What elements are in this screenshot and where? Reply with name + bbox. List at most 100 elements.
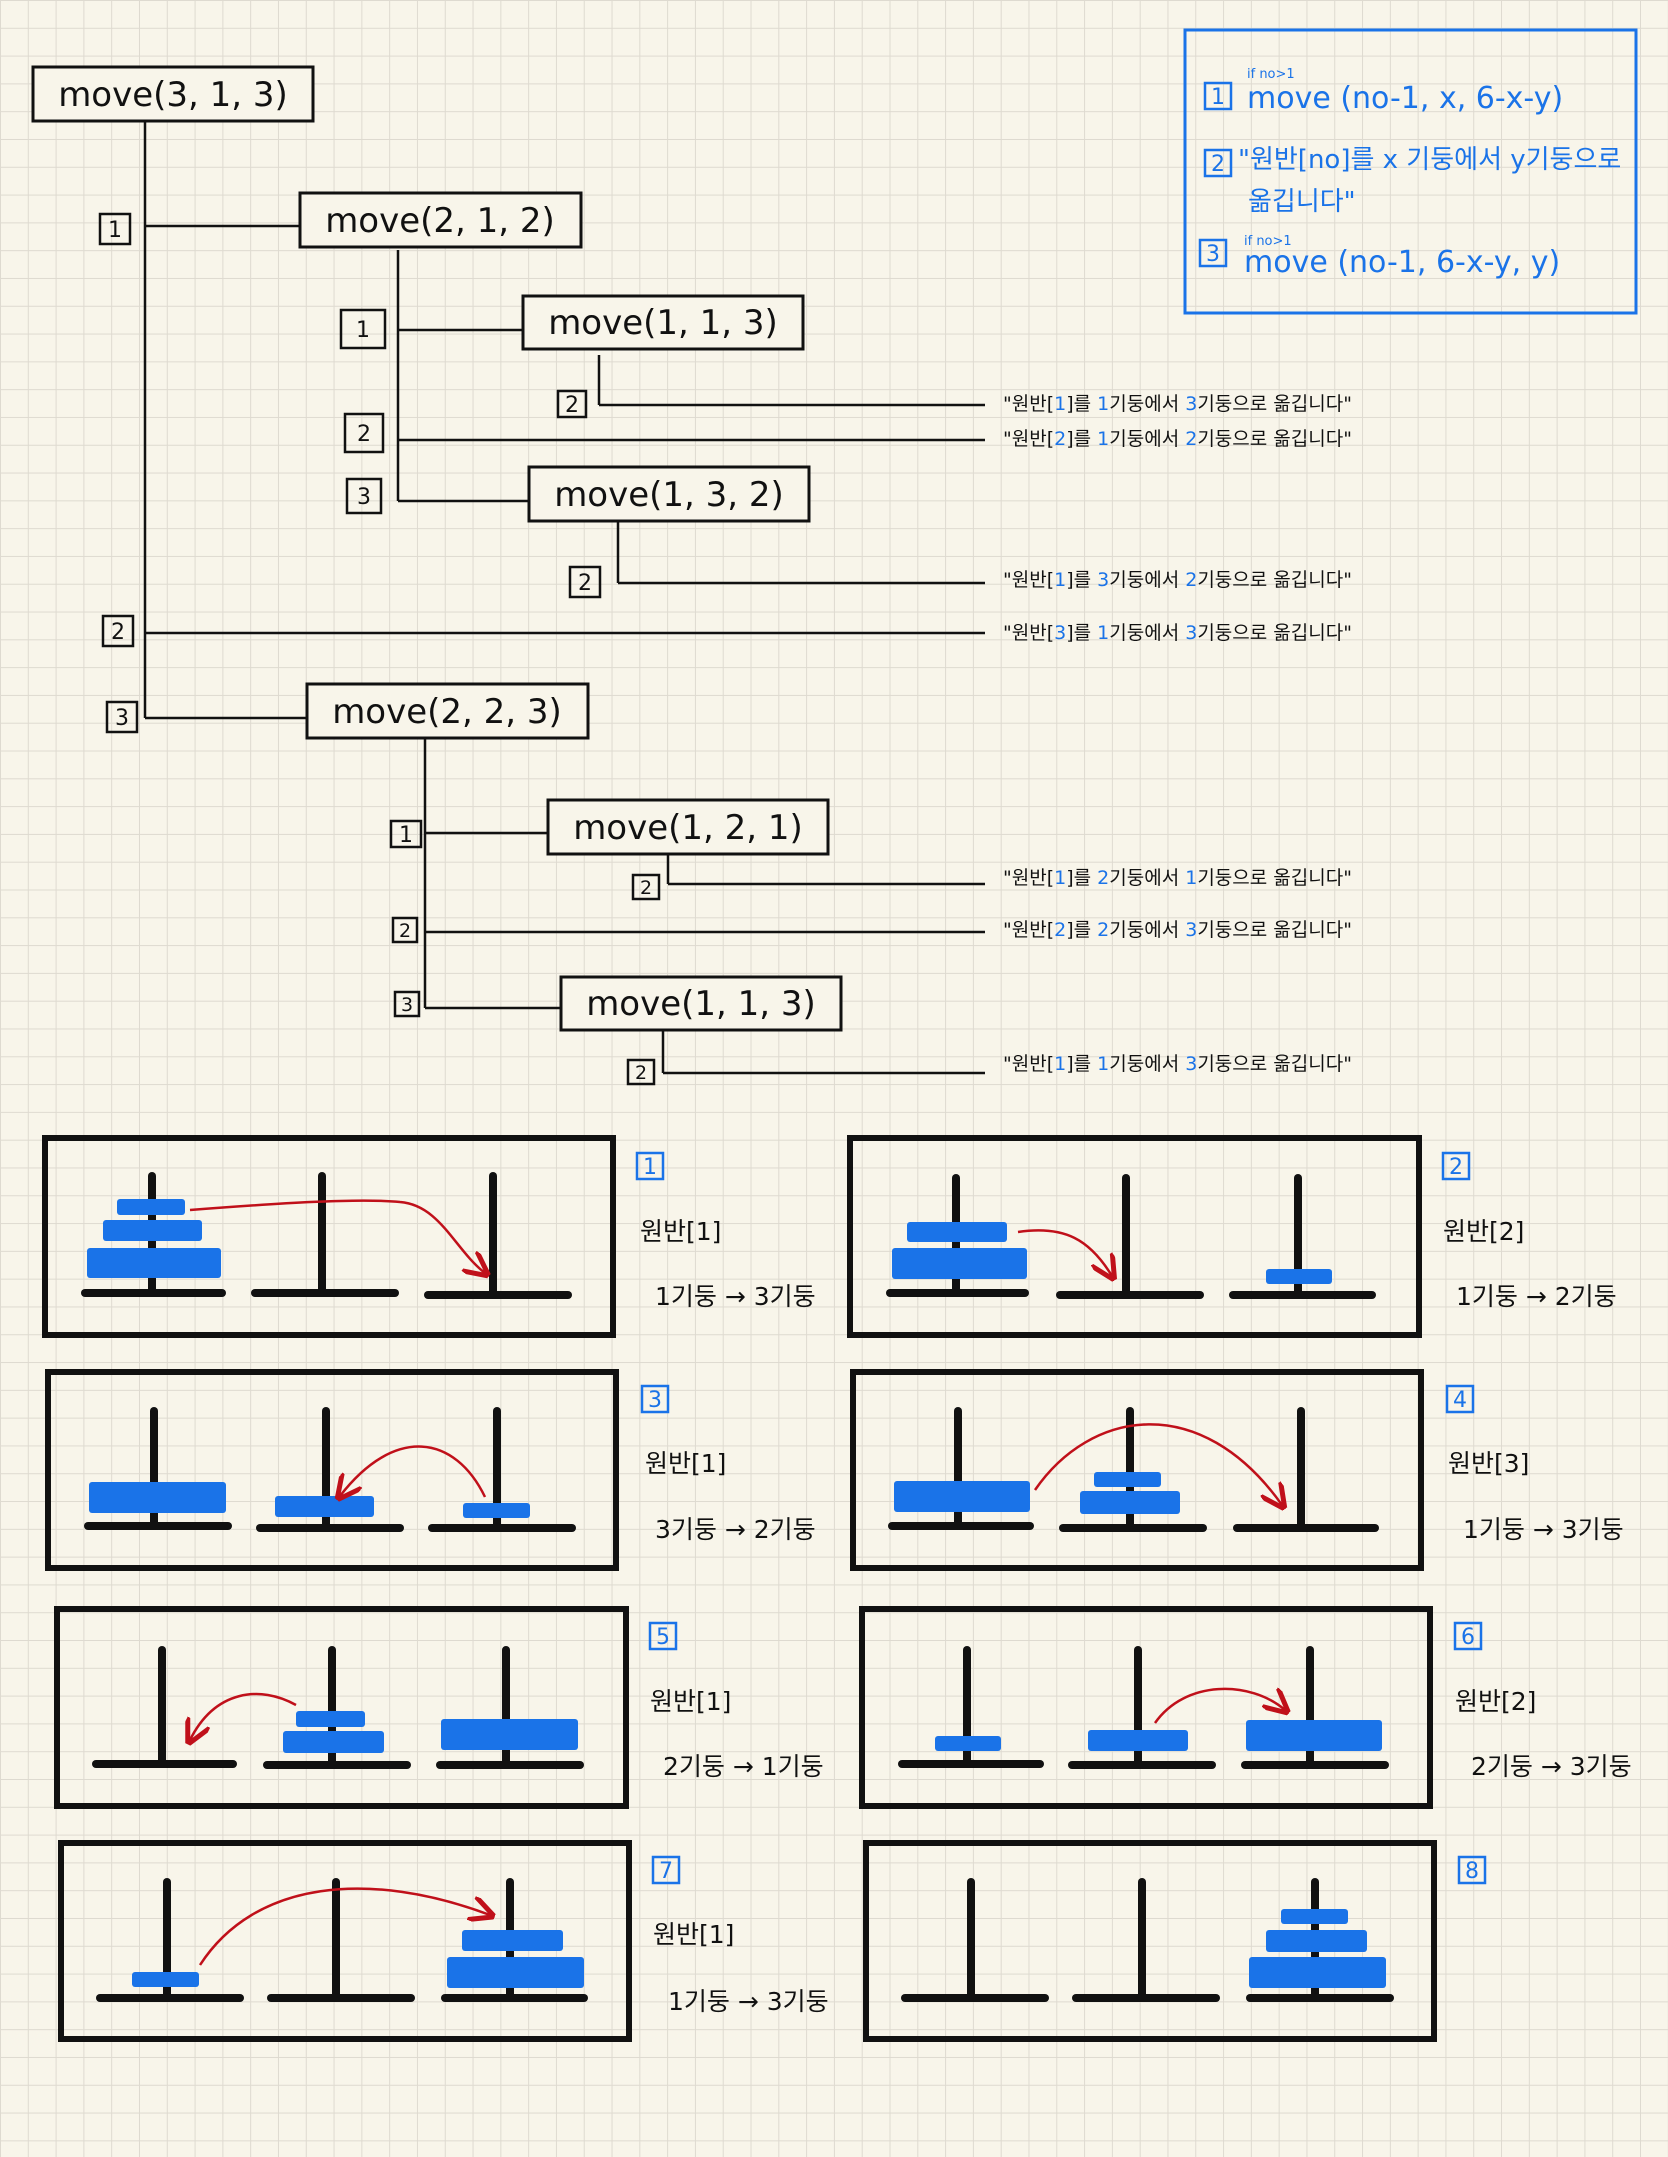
- disk-2: [1088, 1730, 1188, 1751]
- disk-3: [441, 1719, 578, 1750]
- branch-number-3-c1: 3: [345, 477, 383, 515]
- step-number: 7: [659, 1859, 673, 1884]
- move-arrow: [1033, 1423, 1282, 1505]
- disk-1: [1266, 1269, 1332, 1284]
- legend-num-3: 3: [1206, 242, 1220, 267]
- step-disk-label: 원반[1]: [645, 1449, 726, 1478]
- disk-2: [103, 1220, 202, 1241]
- step-number: 3: [648, 1388, 662, 1413]
- move-arrow: [198, 1887, 490, 1966]
- step-panel-4: 4 원반[3] 1기둥 → 3기둥: [850, 1369, 1624, 1571]
- disk-1: [117, 1199, 185, 1215]
- call-label-c13: move(1, 3, 2): [554, 475, 784, 515]
- branch-number-1-c1: 1: [339, 308, 387, 350]
- step-panel-5: 5 원반[1] 2기둥 → 1기둥: [54, 1606, 824, 1809]
- branch-number-2-c33: 2: [626, 1058, 656, 1086]
- svg-text:1: 1: [108, 218, 122, 243]
- svg-text:2: 2: [399, 920, 411, 942]
- call-box-c1: move(2, 1, 2): [298, 191, 583, 249]
- svg-text:2: 2: [111, 620, 125, 645]
- legend-condition-3: if no>1: [1244, 234, 1292, 249]
- branch-number-3-root: 3: [105, 700, 139, 734]
- move-arrow: [1153, 1689, 1285, 1724]
- step-number: 1: [643, 1155, 657, 1180]
- disk-1: [296, 1711, 365, 1727]
- move-message: "원반[3]를 1기둥에서 3기둥으로 옮깁니다": [1003, 622, 1352, 644]
- step-move-label: 1기둥 → 3기둥: [655, 1282, 816, 1311]
- call-label-c1: move(2, 1, 2): [325, 201, 555, 241]
- disk-3: [1246, 1720, 1382, 1751]
- step-move-label: 1기둥 → 2기둥: [1456, 1282, 1617, 1311]
- disk-3: [892, 1248, 1027, 1279]
- disk-2: [462, 1930, 563, 1951]
- move-arrow: [1017, 1229, 1112, 1276]
- svg-text:3: 3: [401, 994, 413, 1016]
- branch-number-2-c11: 2: [556, 389, 588, 419]
- step-disk-label: 원반[3]: [1448, 1449, 1529, 1478]
- call-box-c3: move(2, 2, 3): [305, 682, 590, 740]
- step-number: 2: [1449, 1155, 1463, 1180]
- svg-text:2: 2: [357, 422, 371, 447]
- branch-number-2-c3: 2: [391, 916, 419, 944]
- legend-num-box-3: [1198, 238, 1228, 268]
- disk-1: [935, 1736, 1001, 1751]
- svg-text:2: 2: [578, 571, 592, 596]
- move-arrow: [189, 1199, 485, 1273]
- step-number: 6: [1461, 1625, 1475, 1650]
- disk-3: [89, 1482, 226, 1513]
- step-panel-3: 3 원반[1] 3기둥 → 2기둥: [45, 1369, 816, 1571]
- move-arrow: [340, 1445, 487, 1497]
- call-box-c33: move(1, 1, 3): [559, 975, 843, 1032]
- svg-text:3: 3: [357, 485, 371, 510]
- legend-condition-1: if no>1: [1247, 67, 1295, 82]
- step-disk-label: 원반[2]: [1455, 1687, 1536, 1716]
- move-message: "원반[1]를 1기둥에서 3기둥으로 옮깁니다": [1003, 393, 1352, 415]
- call-box-c13: move(1, 3, 2): [527, 465, 811, 523]
- svg-text:2: 2: [565, 393, 579, 418]
- legend-line-3: move (no-1, 6-x-y, y): [1244, 245, 1560, 280]
- step-move-label: 1기둥 → 3기둥: [1463, 1515, 1624, 1544]
- step-move-label: 2기둥 → 3기둥: [1471, 1752, 1632, 1781]
- branch-number-3-c3: 3: [393, 990, 421, 1018]
- disk-2: [1080, 1491, 1180, 1514]
- step-panel-2: 2 원반[2] 1기둥 → 2기둥: [847, 1135, 1617, 1338]
- disk-3: [1249, 1957, 1386, 1988]
- call-label-c33: move(1, 1, 3): [586, 984, 816, 1024]
- disk-3: [87, 1248, 221, 1278]
- disk-2: [283, 1731, 384, 1753]
- disk-2: [907, 1222, 1007, 1242]
- step-disk-label: 원반[1]: [640, 1217, 721, 1246]
- move-message: "원반[2]를 1기둥에서 2기둥으로 옮깁니다": [1003, 428, 1352, 450]
- svg-text:3: 3: [115, 706, 129, 731]
- step-number: 8: [1465, 1859, 1479, 1884]
- disk-1: [1094, 1472, 1161, 1487]
- svg-text:1: 1: [356, 318, 370, 343]
- disk-1: [132, 1972, 199, 1987]
- branch-number-2-c1: 2: [343, 412, 385, 454]
- step-panel-8: 8: [863, 1840, 1487, 2042]
- call-label-c3: move(2, 2, 3): [332, 692, 562, 732]
- legend-box: 1 if no>1 move (no-1, x, 6-x-y) 2 "원반[no…: [1183, 28, 1638, 315]
- step-number: 5: [656, 1625, 670, 1650]
- svg-text:2: 2: [640, 877, 652, 899]
- disk-2: [1266, 1930, 1367, 1952]
- step-move-label: 2기둥 → 1기둥: [663, 1752, 824, 1781]
- legend-num-2: 2: [1211, 152, 1225, 177]
- step-panel-7: 7 원반[1] 1기둥 → 3기둥: [58, 1840, 829, 2042]
- move-message: "원반[1]를 3기둥에서 2기둥으로 옮깁니다": [1003, 569, 1352, 591]
- move-arrow: [190, 1692, 297, 1740]
- disk-1: [463, 1503, 530, 1518]
- step-move-label: 3기둥 → 2기둥: [655, 1515, 816, 1544]
- call-label-root: move(3, 1, 3): [58, 75, 288, 115]
- legend-num-1: 1: [1211, 85, 1225, 110]
- disk-1: [1281, 1909, 1348, 1924]
- svg-text:1: 1: [399, 823, 413, 848]
- disk-3: [894, 1481, 1030, 1512]
- disk-3: [447, 1957, 584, 1988]
- move-message: "원반[1]를 1기둥에서 3기둥으로 옮깁니다": [1003, 1053, 1352, 1075]
- step-disk-label: 원반[1]: [653, 1920, 734, 1949]
- step-disk-label: 원반[2]: [1443, 1217, 1524, 1246]
- legend-line-2a: "원반[no]를 x 기둥에서 y기둥으로: [1238, 145, 1621, 175]
- disk-2: [275, 1496, 374, 1517]
